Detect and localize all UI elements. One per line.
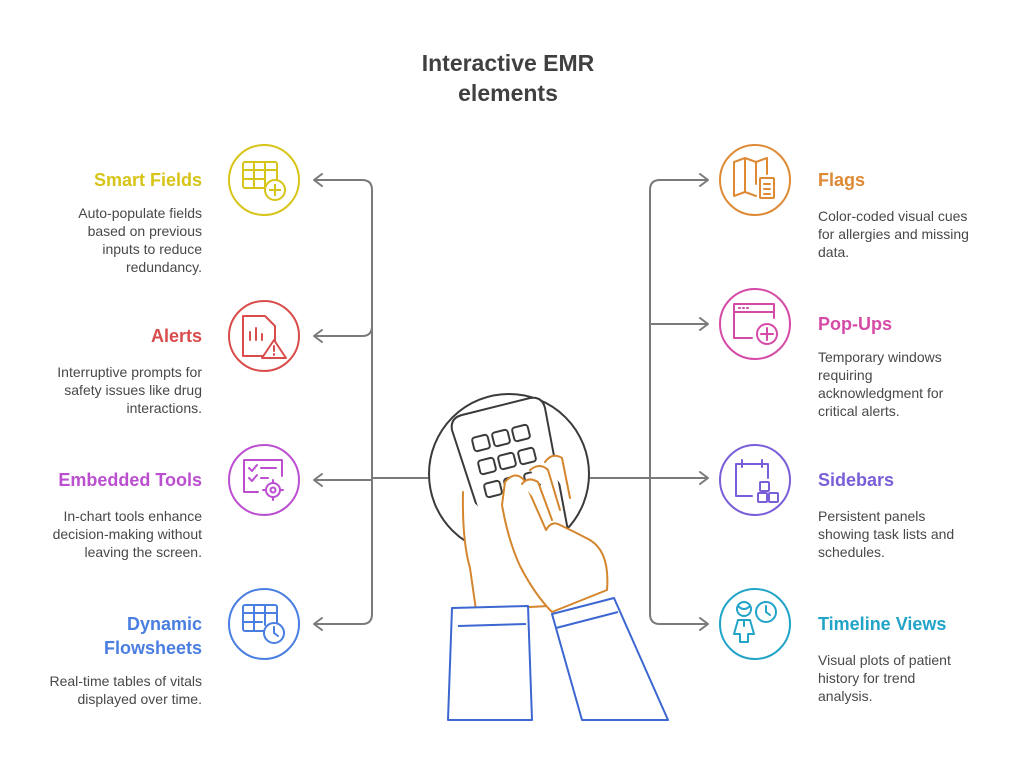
hand <box>461 454 609 613</box>
popups-icon <box>719 288 791 360</box>
embedded-tools-title: Embedded Tools <box>58 470 202 490</box>
smart-fields-title: Smart Fields <box>93 170 202 190</box>
sidebars-icon <box>719 444 791 516</box>
timeline-description: Visual plots of patient history for tren… <box>818 652 951 704</box>
flowsheets-icon <box>228 588 300 660</box>
sleeves <box>447 597 669 721</box>
alerts-description: Interruptive prompts for safety issues l… <box>57 364 202 416</box>
flags-description: Color-coded visual cues for allergies an… <box>818 208 969 260</box>
diagram-title: Interactive EMR elements <box>308 48 708 108</box>
alerts-title: Alerts <box>150 326 202 346</box>
flags-icon <box>719 144 791 216</box>
sidebars-title: Sidebars <box>818 470 895 490</box>
right-connectors <box>589 173 709 631</box>
flags-title: Flags <box>818 170 866 190</box>
flowsheets-title: Dynamic Flowsheets <box>103 614 202 658</box>
alerts-icon <box>228 300 300 372</box>
popups-description: Temporary windows requiring acknowledgme… <box>818 349 944 419</box>
smart-fields-icon <box>228 144 300 216</box>
embedded-tools-description: In-chart tools enhance decision-making w… <box>52 508 202 560</box>
embedded-tools-icon <box>228 444 300 516</box>
central-illustration <box>428 393 669 721</box>
popups-title: Pop-Ups <box>818 314 892 334</box>
smart-fields-description: Auto-populate fields based on previous i… <box>78 205 202 275</box>
left-connectors <box>313 173 431 631</box>
flowsheets-description: Real-time tables of vitals displayed ove… <box>49 673 202 707</box>
sidebars-description: Persistent panels showing task lists and… <box>818 508 955 560</box>
timeline-icon <box>719 588 791 660</box>
title-line-1: Interactive EMR <box>421 50 595 76</box>
title-line-2: elements <box>458 80 558 106</box>
timeline-title: Timeline Views <box>818 614 947 634</box>
